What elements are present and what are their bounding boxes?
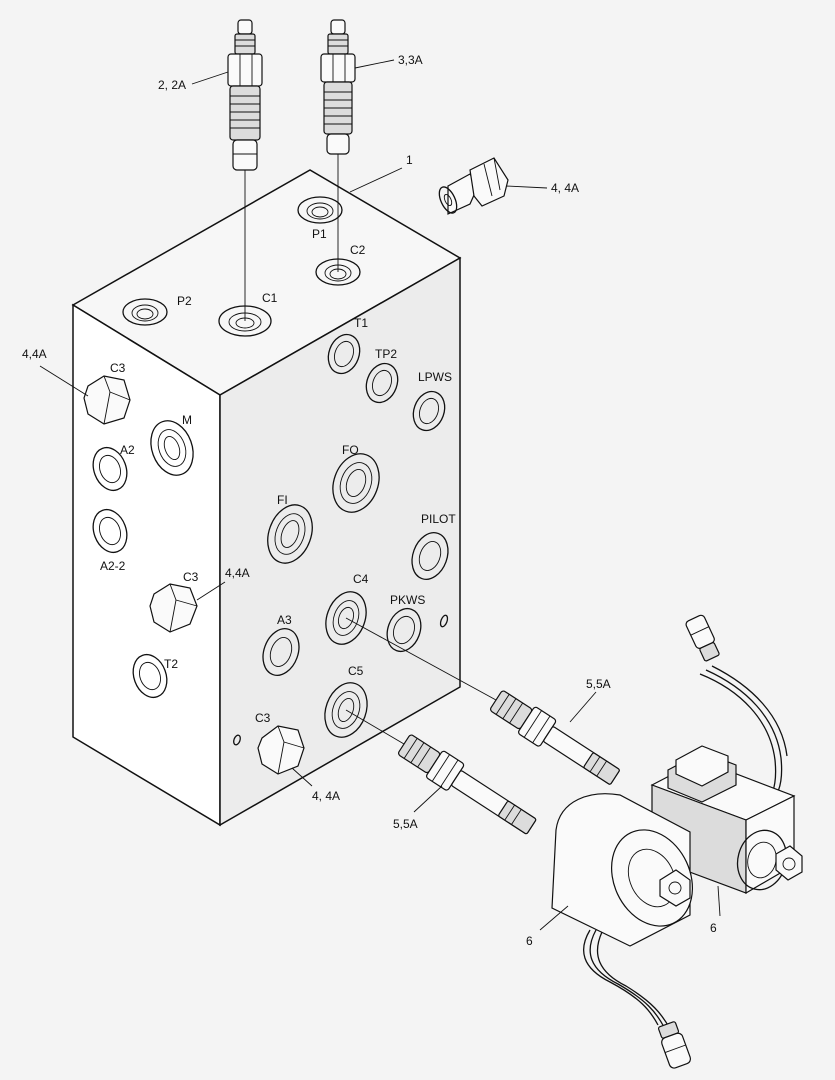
label-5-5a-upper: 5,5A [586,677,611,691]
port-label-fi: FI [277,493,288,507]
port-a2-2 [92,508,128,554]
port-label-c3-mid: C3 [183,570,199,584]
port-label-a2-2: A2-2 [100,559,126,573]
axis-line-c4 [345,617,497,701]
port-fo [332,453,380,513]
port-t1 [327,333,361,375]
label-1: 1 [406,153,413,167]
port-label-c5: C5 [348,664,364,678]
label-3-3a: 3,3A [398,53,423,67]
port-c4 [325,591,367,645]
hex-plug-c3-mid [149,583,198,633]
port-label-c3-upper: C3 [110,361,126,375]
port-label-m: M [182,413,192,427]
label-4-4a-mid: 4,4A [225,566,250,580]
port-label-a3: A3 [277,613,292,627]
small-hole-bottom [233,734,241,746]
cartridge-valve-2-2a [227,19,263,171]
port-label-pilot: PILOT [421,512,456,526]
port-tp2 [365,362,399,404]
port-label-c4: C4 [353,572,369,586]
port-label-p1: P1 [312,227,327,241]
plug-4-4a-top [438,157,509,215]
port-a2 [92,446,128,492]
port-pilot [411,532,449,580]
solenoid-valve-lower [398,734,537,835]
label-2-2a: 2, 2A [158,78,186,92]
port-labels: P1 C2 P2 C1 T1 TP2 LPWS C3 M A2 A2-2 FO … [100,227,456,725]
port-t2 [132,653,168,699]
label-4-4a-left: 4,4A [22,347,47,361]
port-label-a2: A2 [120,443,135,457]
port-m [150,420,194,476]
label-6-left: 6 [526,934,533,948]
solenoid-coil-right [650,614,803,895]
port-label-p2: P2 [177,294,192,308]
left-face-ports [92,420,194,699]
port-label-t1: T1 [354,316,368,330]
port-label-c3-lower: C3 [255,711,271,725]
port-a3 [262,628,300,676]
label-4-4a-top: 4, 4A [551,181,579,195]
port-c5 [324,682,368,738]
port-pkws [386,607,422,653]
port-p1 [297,196,343,224]
cartridge-valve-3-3a [320,19,356,155]
port-fi [267,504,313,564]
port-label-c2: C2 [350,243,366,257]
hex-plug-c3-lower [257,725,305,775]
port-lpws [412,390,446,432]
port-label-tp2: TP2 [375,347,397,361]
solenoid-valve-upper [490,690,620,785]
manifold-block [71,169,462,827]
leader-lines [39,59,721,931]
port-label-c1: C1 [262,291,278,305]
axis-line-c5 [345,709,405,745]
port-p2 [122,298,168,326]
label-5-5a-lower: 5,5A [393,817,418,831]
port-label-t2: T2 [164,657,178,671]
right-face-ports [233,333,449,746]
label-4-4a-bottom: 4, 4A [312,789,340,803]
port-label-fo: FO [342,443,359,457]
solenoid-coil-left [551,793,694,1069]
port-label-pkws: PKWS [390,593,425,607]
part-labels: 2, 2A 3,3A 1 4, 4A 4,4A 4,4A 4, 4A 5,5A … [22,53,717,948]
small-hole-right [439,614,449,628]
port-label-lpws: LPWS [418,370,452,384]
label-6-right: 6 [710,921,717,935]
hex-plug-c3-upper [83,375,131,425]
